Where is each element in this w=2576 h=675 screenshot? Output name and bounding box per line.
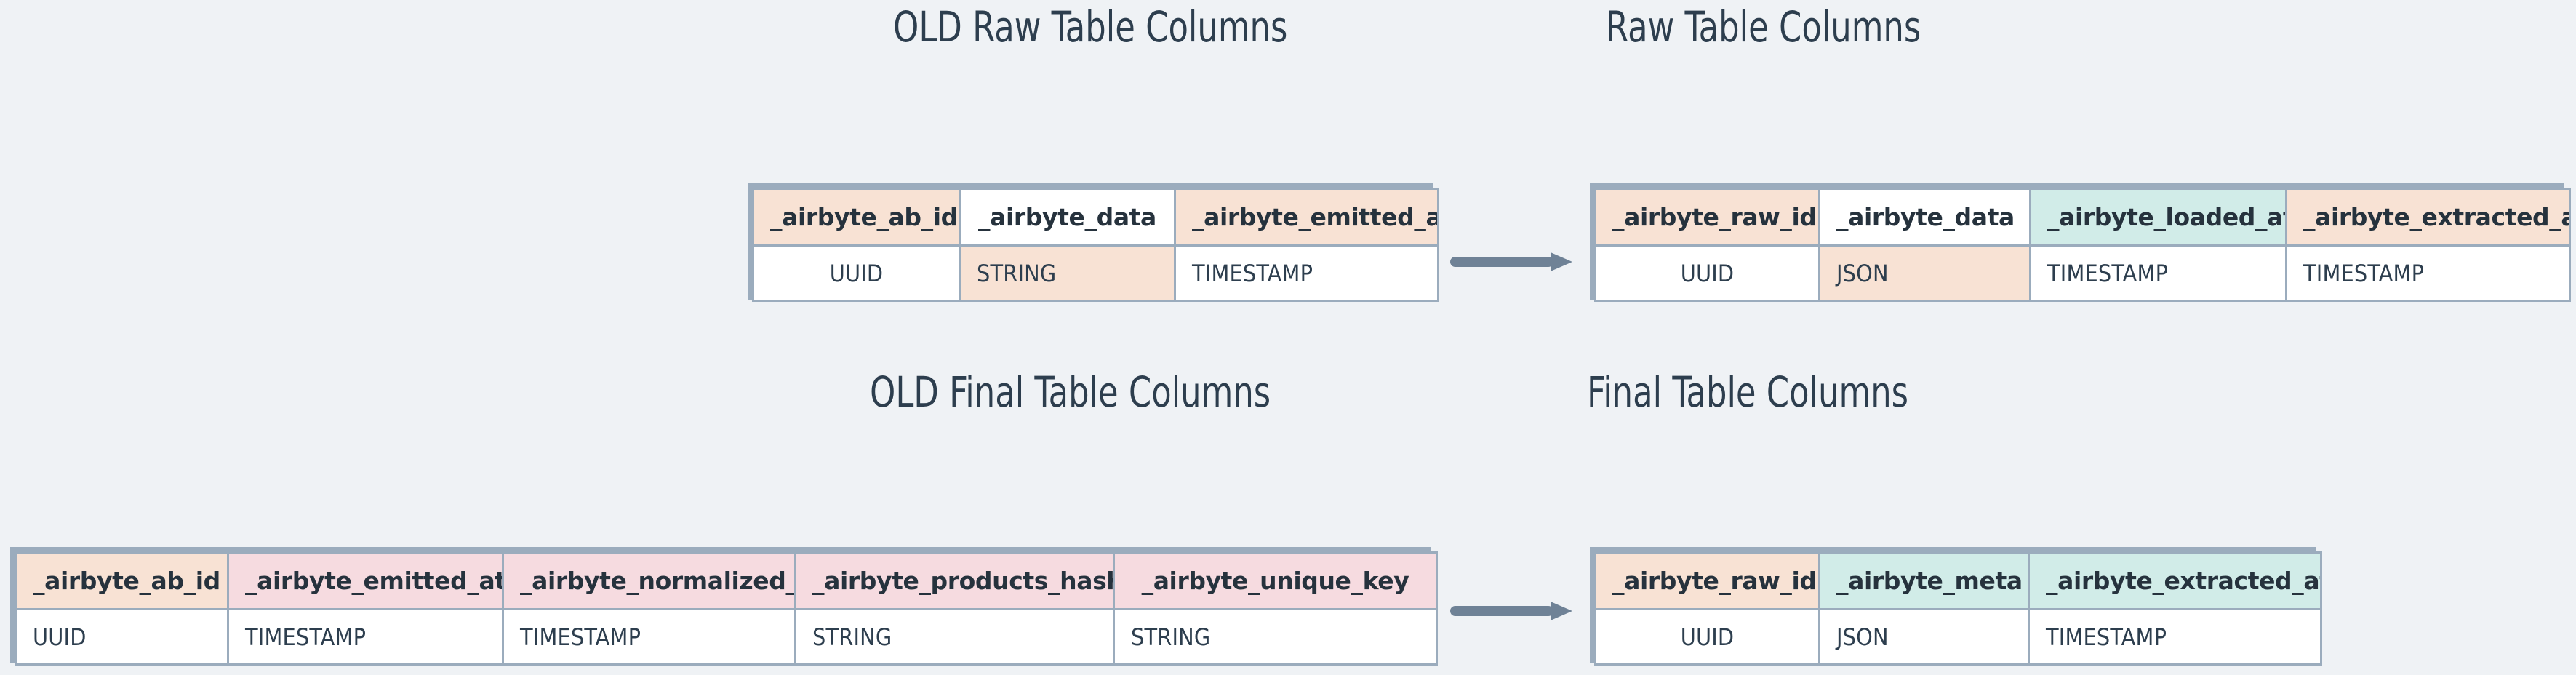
column-header: _airbyte_meta [1818, 551, 2030, 610]
column-type: TIMESTAMP [502, 608, 796, 666]
table-header-row: _airbyte_ab_id _airbyte_emitted_at _airb… [15, 551, 1438, 610]
table-row: UUID TIMESTAMP TIMESTAMP STRING STRING [15, 608, 1438, 666]
column-header: _airbyte_data [1818, 188, 2031, 247]
column-type: JSON [1818, 244, 2031, 302]
table-new-raw-columns: _airbyte_raw_id _airbyte_data _airbyte_l… [1590, 183, 2571, 302]
column-type: TIMESTAMP [1174, 244, 1439, 302]
column-type: UUID [752, 244, 961, 302]
arrow-right-icon [1450, 602, 1572, 620]
title-old-final-table-columns: OLD Final Table Columns [870, 367, 1271, 417]
column-header: _airbyte_emitted_at [227, 551, 504, 610]
column-type: UUID [1594, 608, 1820, 666]
column-header: _airbyte_extracted_at [2028, 551, 2322, 610]
title-final-table-columns: Final Table Columns [1587, 367, 1909, 417]
column-type: UUID [15, 608, 229, 666]
column-header: _airbyte_ab_id [752, 188, 961, 247]
column-header: _airbyte_normalized_at [502, 551, 796, 610]
title-old-raw-table-columns: OLD Raw Table Columns [893, 2, 1288, 52]
column-type: TIMESTAMP [2029, 244, 2287, 302]
column-type: TIMESTAMP [2028, 608, 2322, 666]
column-type: JSON [1818, 608, 2030, 666]
arrow-right-icon [1450, 252, 1572, 271]
table-row: UUID JSON TIMESTAMP [1594, 608, 2322, 666]
column-type: TIMESTAMP [227, 608, 504, 666]
table-row: UUID JSON TIMESTAMP TIMESTAMP [1594, 244, 2571, 302]
column-type: STRING [1113, 608, 1438, 666]
column-type: STRING [959, 244, 1176, 302]
column-header: _airbyte_emitted_at [1174, 188, 1439, 247]
column-type: TIMESTAMP [2285, 244, 2571, 302]
column-header: _airbyte_loaded_at [2029, 188, 2287, 247]
table-old-final-columns: _airbyte_ab_id _airbyte_emitted_at _airb… [10, 547, 1438, 666]
table-header-row: _airbyte_raw_id _airbyte_meta _airbyte_e… [1594, 551, 2322, 610]
column-type: UUID [1594, 244, 1820, 302]
column-header: _airbyte_extracted_at [2285, 188, 2571, 247]
title-raw-table-columns: Raw Table Columns [1606, 2, 1921, 52]
table-new-final-columns: _airbyte_raw_id _airbyte_meta _airbyte_e… [1590, 547, 2322, 666]
table-old-raw-columns: _airbyte_ab_id _airbyte_data _airbyte_em… [748, 183, 1439, 302]
table-row: UUID STRING TIMESTAMP [752, 244, 1439, 302]
column-type: STRING [794, 608, 1115, 666]
column-header: _airbyte_data [959, 188, 1176, 247]
column-header: _airbyte_raw_id [1594, 188, 1820, 247]
table-header-row: _airbyte_ab_id _airbyte_data _airbyte_em… [752, 188, 1439, 247]
column-header: _airbyte_unique_key [1113, 551, 1438, 610]
table-header-row: _airbyte_raw_id _airbyte_data _airbyte_l… [1594, 188, 2571, 247]
column-header: _airbyte_products_hashid [794, 551, 1115, 610]
column-header: _airbyte_ab_id [15, 551, 229, 610]
column-header: _airbyte_raw_id [1594, 551, 1820, 610]
